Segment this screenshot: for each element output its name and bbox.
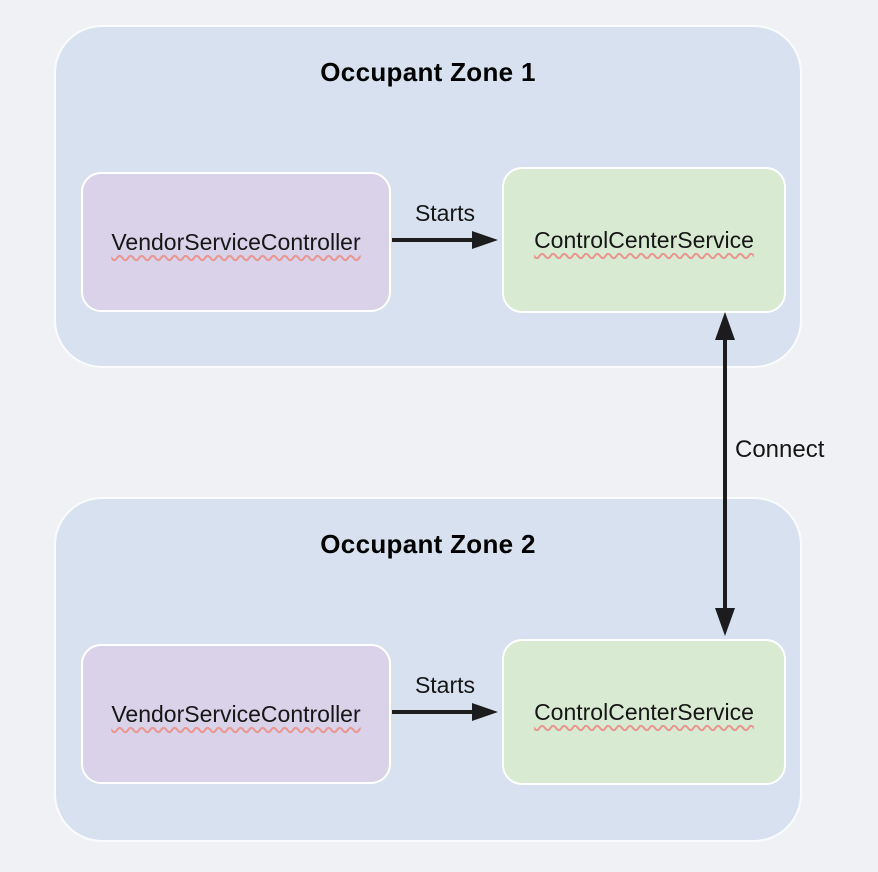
zone-1-title: Occupant Zone 1 — [320, 57, 536, 87]
zone-1-starts-label: Starts — [414, 200, 476, 226]
zone-2-vendor-service-controller-node: VendorServiceController — [81, 644, 391, 784]
occupant-zone-1: Occupant Zone 1 VendorServiceController … — [54, 25, 802, 368]
zone-2-vendor-label: VendorServiceController — [111, 700, 361, 727]
zone-2-starts-label: Starts — [414, 672, 476, 698]
zone-2-control-label: ControlCenterService — [534, 698, 754, 725]
zone-1-control-center-service-node: ControlCenterService — [502, 167, 786, 313]
zone-1-vendor-label: VendorServiceController — [111, 228, 361, 255]
zone-1-vendor-service-controller-node: VendorServiceController — [81, 172, 391, 312]
zone-2-title: Occupant Zone 2 — [320, 529, 536, 559]
connect-label: Connect — [735, 436, 825, 463]
occupant-zone-2: Occupant Zone 2 VendorServiceController … — [54, 497, 802, 842]
zone-2-control-center-service-node: ControlCenterService — [502, 639, 786, 785]
zone-1-control-label: ControlCenterService — [534, 226, 754, 253]
